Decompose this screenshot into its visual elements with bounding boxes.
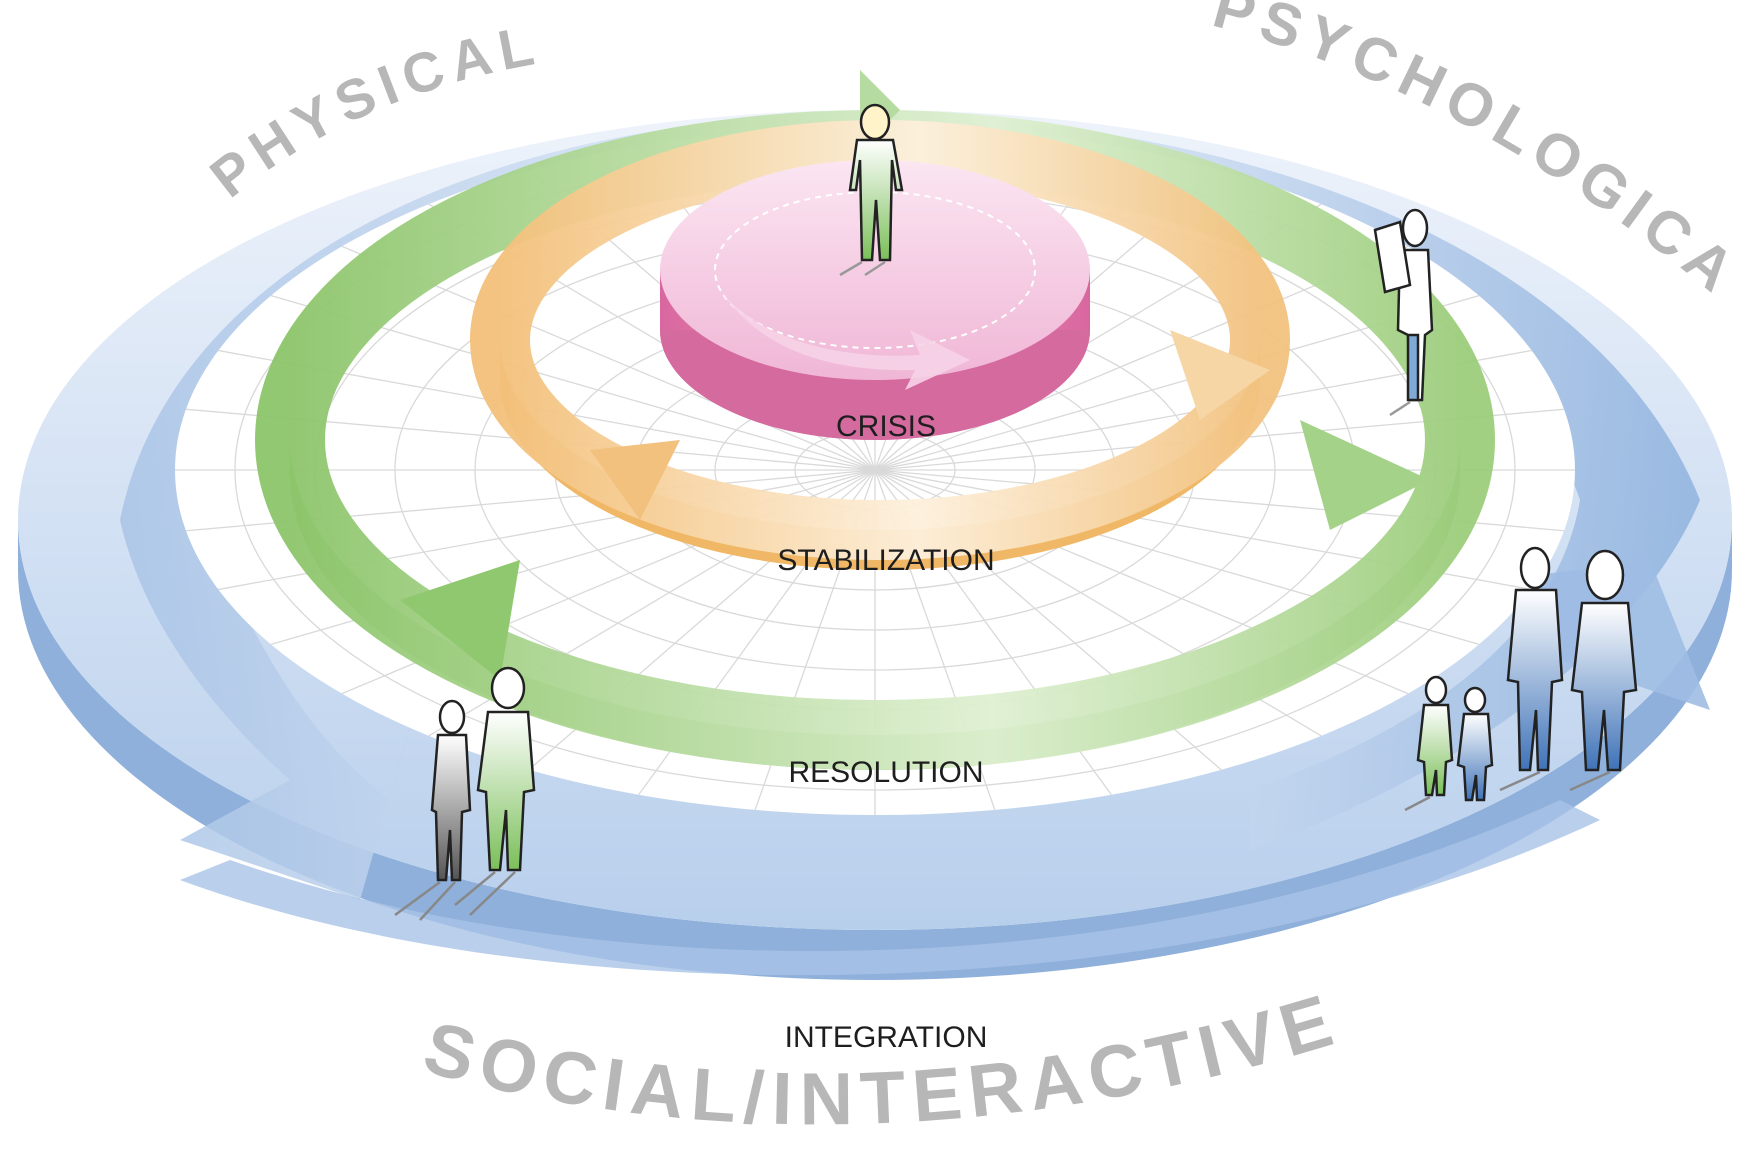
figure-couple <box>394 666 536 921</box>
resolution-label: RESOLUTION <box>788 756 983 789</box>
integration-label: INTEGRATION <box>785 1021 988 1054</box>
crisis-label: CRISIS <box>836 410 936 443</box>
stabilization-label: STABILIZATION <box>777 544 994 577</box>
social-interactive-label: SOCIAL/INTERACTIVE <box>416 977 1349 1141</box>
crisis-disc <box>660 160 1090 440</box>
figure-family <box>1404 546 1638 812</box>
figure-center-person <box>839 103 904 277</box>
figure-doctor <box>1373 208 1434 417</box>
